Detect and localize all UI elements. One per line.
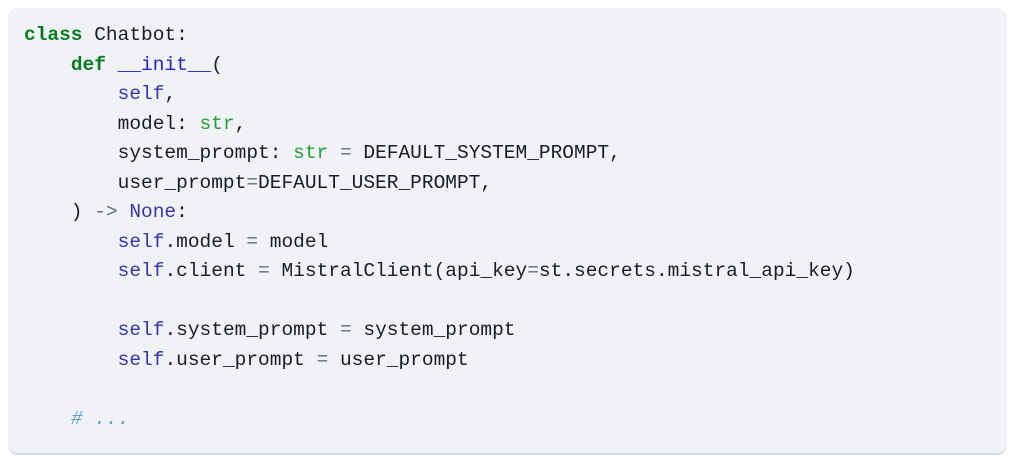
code-line [24, 287, 991, 317]
code-line: self.model = model [24, 228, 991, 258]
code-token-pl: user_prompt [24, 171, 247, 194]
code-line [24, 375, 991, 405]
code-token-self: self [117, 319, 165, 341]
code-token-pl [24, 260, 118, 282]
code-line: def __init__( [24, 51, 991, 81]
code-token-pl: , [164, 83, 177, 105]
code-token-pl [24, 408, 71, 430]
code-token-op: = [527, 260, 539, 282]
code-token-pl: MistralClient(api_key [269, 260, 528, 282]
code-line: system_prompt: str = DEFAULT_SYSTEM_PROM… [24, 139, 991, 169]
code-line: class Chatbot: [24, 21, 991, 51]
code-token-self: None [129, 201, 177, 223]
code-token-builtin: str [199, 112, 235, 135]
code-token-pl: st.secrets.mistral_api_key) [538, 260, 855, 282]
code-line: self, [24, 80, 991, 110]
code-token-cm: # ... [70, 407, 130, 430]
code-line: self.system_prompt = system_prompt [24, 316, 991, 346]
code-token-pl: , [234, 112, 247, 135]
code-token-kw: class [24, 24, 83, 46]
code-token-op: = [339, 142, 352, 164]
code-token-pl: DEFAULT_USER_PROMPT, [258, 171, 493, 194]
code-token-op: = [316, 348, 329, 371]
code-line: user_prompt=DEFAULT_USER_PROMPT, [24, 169, 991, 199]
code-token-pl [118, 201, 130, 223]
code-token-kw: def [70, 53, 106, 76]
code-token-pl: ( [211, 53, 223, 76]
code-token-pl: .client [164, 260, 259, 282]
code-token-pl: ) [24, 201, 95, 223]
code-token-pl: user_prompt [328, 348, 469, 371]
code-token-pl [24, 54, 71, 76]
code-line: model: str, [24, 110, 991, 140]
code-line: self.client = MistralClient(api_key=st.s… [24, 257, 991, 287]
code-line: self.user_prompt = user_prompt [24, 346, 991, 376]
code-line: # ... [24, 405, 991, 435]
code-block-card: class Chatbot: def __init__( self, model… [8, 8, 1007, 455]
code-token-pl: system_prompt [351, 319, 516, 341]
code-token-builtin: str [293, 142, 329, 164]
code-token-pl: model: [24, 112, 200, 135]
code-token-op: = [258, 260, 270, 282]
code-token-fn: __init__ [117, 53, 212, 76]
code-token-pl [24, 349, 118, 371]
code-line: ) -> None: [24, 198, 991, 228]
code-token-pl [24, 83, 118, 105]
code-token-pl [24, 231, 118, 253]
code-token-pl: DEFAULT_SYSTEM_PROMPT, [351, 142, 621, 164]
code-token-pl: .model [164, 230, 247, 253]
code-token-op: = [246, 230, 259, 253]
code-content: class Chatbot: def __init__( self, model… [24, 21, 991, 434]
code-token-self: self [117, 260, 165, 282]
code-token-pl: Chatbot: [82, 24, 188, 46]
code-token-self: self [117, 348, 165, 371]
code-token-op: = [246, 171, 259, 194]
code-token-pl: system_prompt: [24, 142, 294, 164]
code-token-pl: : [176, 201, 188, 223]
code-token-op: = [339, 319, 352, 341]
code-token-op: -> [94, 201, 118, 223]
code-token-pl: .system_prompt [164, 319, 340, 341]
code-token-pl: .user_prompt [164, 348, 317, 371]
code-token-pl [328, 142, 340, 164]
code-token-self: self [117, 230, 165, 253]
code-token-pl [24, 319, 118, 341]
code-token-pl [106, 54, 118, 76]
code-token-pl: model [258, 230, 329, 253]
code-token-self: self [117, 83, 165, 105]
